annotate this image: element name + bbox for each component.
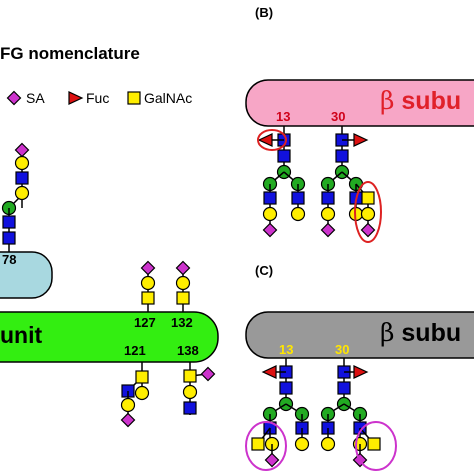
sialic-acid-diamond [140, 260, 156, 276]
fucose-triangle [257, 133, 273, 147]
beta-subunit-bar-b [245, 79, 474, 127]
glcnac-square [2, 215, 16, 229]
fucose-triangle [353, 133, 369, 147]
galactose-circle [134, 385, 150, 401]
galnac-square [251, 437, 265, 451]
sialic-acid-diamond [200, 366, 216, 382]
beta-subunit-label-c: β subu [380, 318, 461, 348]
galactose-circle [360, 206, 376, 222]
sialic-acid-diamond [320, 222, 336, 238]
galactose-circle [14, 185, 30, 201]
panel-label-c: (C) [255, 263, 274, 278]
glycan-structures [1, 90, 381, 468]
sialic-acid-diamond [264, 452, 280, 468]
panel-label-b: (B) [255, 5, 274, 20]
highlight-galnac-ellipse [354, 181, 382, 243]
galnac-square [176, 291, 190, 305]
sialic-acid-diamond [262, 222, 278, 238]
site-label-b-30: 30 [331, 109, 346, 124]
legend-sa-label: SA [26, 90, 45, 106]
site-label-127: 127 [134, 315, 156, 330]
highlight-fucose-ellipse [257, 129, 287, 151]
galactose-circle [262, 206, 278, 222]
beta-subunit-label-b: β subu [380, 86, 461, 116]
galactose-circle [175, 275, 191, 291]
fucose-triangle [68, 91, 84, 105]
legend-fuc-label: Fuc [86, 90, 110, 106]
galnac-square [183, 369, 197, 383]
site-label-c-30: 30 [335, 342, 350, 357]
glcnac-square [277, 149, 291, 163]
sialic-acid-diamond [14, 142, 30, 158]
site-label-132: 132 [171, 315, 193, 330]
glcnac-square [183, 401, 197, 415]
glcnac-square [291, 191, 305, 205]
site-label-c-13: 13 [279, 342, 294, 357]
galactose-circle [14, 155, 30, 171]
left-subunit-bar [0, 251, 53, 299]
galactose-circle [290, 206, 306, 222]
glcnac-square [263, 191, 277, 205]
site-label-121: 121 [124, 343, 146, 358]
fucose-triangle [261, 365, 277, 379]
highlight-antenna-ellipse [245, 421, 287, 471]
galactose-circle [320, 206, 336, 222]
beta-subunit-bar-c [245, 311, 474, 359]
beta-subunit-text: subu [401, 87, 462, 115]
glcnac-square [321, 191, 335, 205]
beta-subunit-text: subu [401, 319, 462, 347]
beta-symbol: β [380, 86, 395, 115]
highlight-antenna-ellipse [355, 421, 397, 471]
alpha-subunit-bar [0, 311, 219, 363]
site-label-b-13: 13 [276, 109, 291, 124]
galactose-circle [140, 275, 156, 291]
highlight-ellipses [245, 129, 397, 471]
sialic-acid-diamond [6, 90, 22, 106]
glcnac-square [15, 171, 29, 185]
galnac-square [141, 291, 155, 305]
galnac-square [367, 437, 381, 451]
glcnac-square [335, 149, 349, 163]
galnac-square [135, 370, 149, 384]
fucose-triangle [353, 365, 369, 379]
galactose-circle [320, 436, 336, 452]
glcnac-square [337, 381, 351, 395]
glcnac-square [2, 231, 16, 245]
legend-galnac-label: GalNAc [144, 90, 193, 106]
sialic-acid-diamond [175, 260, 191, 276]
beta-symbol: β [380, 318, 395, 347]
site-label-78: 78 [2, 252, 17, 267]
site-label-138: 138 [177, 343, 199, 358]
sialic-acid-diamond [120, 412, 136, 428]
sialic-acid-diamond [360, 222, 376, 238]
galnac-square [127, 91, 141, 105]
galactose-circle [294, 436, 310, 452]
galactose-circle [182, 384, 198, 400]
diagram-title: FG nomenclature [0, 44, 140, 63]
galactose-circle [120, 397, 136, 413]
glcnac-square [279, 381, 293, 395]
galnac-square [361, 191, 375, 205]
alpha-subunit-label: unit [0, 322, 43, 348]
